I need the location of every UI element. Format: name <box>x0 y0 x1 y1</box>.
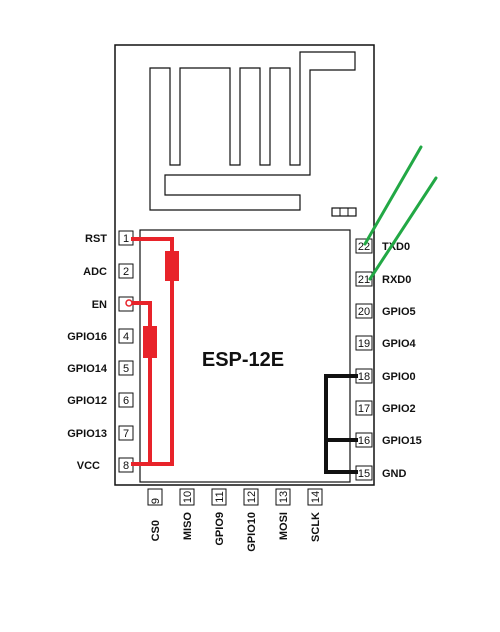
module-name: ESP-12E <box>202 349 284 371</box>
txd0-wire <box>363 145 423 246</box>
pin-label-gpio14: GPIO14 <box>67 363 108 375</box>
gpio0-gnd-wire <box>324 374 358 474</box>
shield-can <box>139 229 351 483</box>
pin-number: 2 <box>123 266 129 278</box>
module-outline <box>114 44 375 486</box>
pin-pad-mosi <box>275 488 291 506</box>
pin-number: 1 <box>123 233 129 245</box>
ground-wiring <box>324 374 358 474</box>
pin-label-txd0: TXD0 <box>382 241 410 253</box>
pin-label-gnd: GND <box>382 468 407 480</box>
pin-label-vcc: VCC <box>77 460 100 472</box>
pin-number: 8 <box>123 460 129 472</box>
pin-label-gpio5: GPIO5 <box>382 306 416 318</box>
pin-number: 15 <box>358 468 370 480</box>
pin-number: 22 <box>358 241 370 253</box>
pin-number: 6 <box>123 395 129 407</box>
pin-pad-gpio12 <box>118 392 134 408</box>
pin-pad-gpio9 <box>211 488 227 506</box>
pin-pad-gpio16 <box>118 328 134 344</box>
pin-number: 13 <box>278 491 290 503</box>
pin-pad-miso <box>179 488 195 506</box>
pin-number: 12 <box>246 491 258 503</box>
pin-label-rxd0: RXD0 <box>382 274 411 286</box>
pin-number: 14 <box>310 491 322 503</box>
pin-pad-sclk <box>307 488 323 506</box>
pin-label-gpio10: GPIO10 <box>246 512 258 552</box>
pin-label-gpio9: GPIO9 <box>214 512 226 546</box>
en-pullup-wire <box>131 301 152 466</box>
pin-label-sclk: SCLK <box>310 512 322 542</box>
pin-label-gpio15: GPIO15 <box>382 435 422 447</box>
pin-number: 4 <box>123 331 129 343</box>
rxd0-wire <box>368 176 438 281</box>
pin-label-miso: MISO <box>182 512 194 541</box>
pin-label-gpio13: GPIO13 <box>67 428 107 440</box>
pin-label-gpio4: GPIO4 <box>382 338 417 350</box>
pin-pad-adc <box>118 263 134 279</box>
pullup-wiring <box>131 237 174 466</box>
antenna-trace <box>149 51 356 211</box>
en-pullup-resistor <box>143 326 157 358</box>
pin-label-gpio12: GPIO12 <box>67 395 107 407</box>
pin-label-gpio0: GPIO0 <box>382 371 416 383</box>
rst-pullup-resistor <box>165 251 179 281</box>
pin-pad-rxd0 <box>355 271 373 287</box>
pin-number: 11 <box>214 491 226 502</box>
pin-label-gpio2: GPIO2 <box>382 403 416 415</box>
pin-number: 9 <box>150 498 162 504</box>
pin-pad-gpio14 <box>118 360 134 376</box>
pin-number: 17 <box>358 403 370 415</box>
pin-pad-gpio2 <box>355 400 373 416</box>
pin-pad-gpio10 <box>243 488 259 506</box>
pin-label-adc: ADC <box>83 266 107 278</box>
serial-wiring <box>363 145 438 281</box>
pin-label-cs0: CS0 <box>150 520 162 541</box>
pin-number: 5 <box>123 363 129 375</box>
pin-number: 20 <box>358 306 370 318</box>
pin-number: 16 <box>358 435 370 447</box>
right-pin-header: 22 TXD0 21 RXD0 20 GPIO5 19 GPIO4 18 GPI… <box>355 238 422 481</box>
pin-label-rst: RST <box>85 233 107 245</box>
bottom-pin-header: 9 CS0 10 MISO 11 GPIO9 12 GPIO10 13 MOSI… <box>147 488 323 552</box>
rst-pullup-wire <box>131 237 174 466</box>
pin-pad-txd0 <box>355 238 373 254</box>
pin-pad-gpio4 <box>355 335 373 351</box>
pin-pad-gpio5 <box>355 303 373 319</box>
pin-label-en: EN <box>92 299 107 311</box>
left-pin-header: 1 RST 2 ADC EN 4 GPIO16 5 GPIO14 6 GPIO1… <box>67 230 134 473</box>
pin-number: 10 <box>182 491 194 503</box>
en-pin-junction <box>125 299 133 307</box>
pin-number: 7 <box>123 428 129 440</box>
pin-label-gpio16: GPIO16 <box>67 331 107 343</box>
pin-label-mosi: MOSI <box>278 512 290 540</box>
pin-number: 18 <box>358 371 370 383</box>
pin-pad-gpio13 <box>118 425 134 441</box>
pin-pad-cs0 <box>147 488 163 506</box>
pin-number: 21 <box>358 274 370 286</box>
smd-component <box>331 207 357 217</box>
pin-number: 19 <box>358 338 370 350</box>
